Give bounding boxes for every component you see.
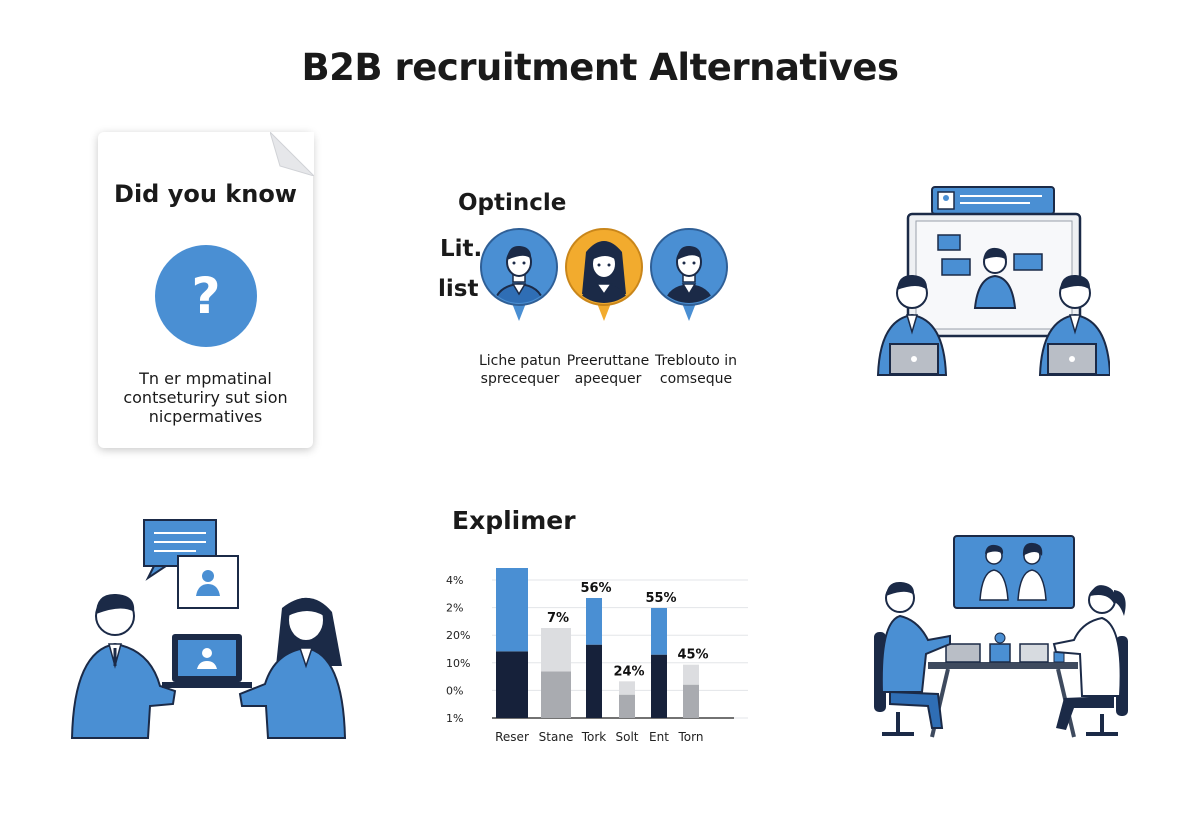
- meeting-table-illustration: [874, 535, 1128, 738]
- bar-segment: [619, 694, 635, 718]
- category-label: Reser: [495, 730, 529, 744]
- y-tick-label: 4%: [446, 574, 463, 587]
- person-avatar-icon: [650, 228, 728, 321]
- page-title: B2B recruitment Alternatives: [301, 46, 899, 89]
- card-text: Tn er mpmatinal contseturiry sut sion ni…: [108, 369, 303, 426]
- card-heading: Did you know: [114, 180, 297, 208]
- y-tick-label: 1%: [446, 712, 463, 725]
- laptop-exchange-illustration: [70, 519, 347, 739]
- y-tick-label: 0%: [446, 684, 463, 697]
- category-label: Ent: [649, 730, 669, 744]
- bar-segment: [651, 608, 667, 655]
- bar-segment: [619, 681, 635, 695]
- category-label: Tork: [581, 730, 607, 744]
- option-caption-line: Treblouto in: [654, 353, 738, 369]
- bar-segment: [683, 664, 699, 685]
- data-label: 55%: [645, 591, 676, 606]
- data-label: 7%: [547, 611, 569, 626]
- bar-segment: [586, 598, 602, 645]
- did-you-know-card: Did you know ? Tn er mpmatinal contsetur…: [98, 132, 313, 448]
- question-icon: ?: [155, 245, 257, 347]
- chart-title: Explimer: [452, 506, 576, 535]
- data-label: 45%: [677, 648, 708, 663]
- option-caption: Liche patun sprecequer: [460, 352, 580, 388]
- option-caption-line: comseque: [659, 371, 733, 387]
- options-side-label: list: [438, 276, 479, 302]
- options-side-label: Lit.: [440, 236, 483, 262]
- page-fold-icon: [270, 132, 314, 176]
- data-label: 24%: [613, 664, 644, 679]
- person-avatar-icon: [480, 228, 558, 321]
- option-caption: Preeruttane apeequer: [548, 352, 668, 388]
- bar-segment: [586, 644, 602, 718]
- card-line: contseturiry sut sion: [123, 388, 288, 407]
- card-line: nicpermatives: [148, 407, 263, 426]
- bar-segment: [496, 651, 528, 718]
- option-caption: Treblouto in comseque: [636, 352, 756, 388]
- category-label: Stane: [539, 730, 574, 744]
- option-avatars: [480, 228, 728, 321]
- y-tick-label: 20%: [446, 629, 470, 642]
- card-line: Tn er mpmatinal: [139, 369, 272, 388]
- category-label: Solt: [616, 730, 639, 744]
- bar-segment: [541, 671, 571, 718]
- bar-segment: [541, 628, 571, 672]
- option-caption-line: Liche patun: [478, 353, 562, 369]
- person-avatar-icon: [565, 228, 643, 321]
- bar-segment: [496, 568, 528, 652]
- option-caption-line: Preeruttane: [566, 353, 650, 369]
- bar-segment: [651, 654, 667, 718]
- option-caption-line: sprecequer: [480, 371, 560, 387]
- stacked-bar-chart: 4% 2% 20% 10% 0% 1% Reser 7% Stane 56% Tork 24% Solt…: [446, 568, 748, 744]
- bar-segment: [683, 684, 699, 718]
- y-tick-label: 2%: [446, 602, 463, 615]
- video-meeting-illustration: [876, 186, 1110, 376]
- data-label: 56%: [580, 581, 611, 596]
- y-tick-label: 10%: [446, 657, 470, 670]
- options-title: Optincle: [458, 190, 567, 216]
- category-label: Torn: [678, 730, 704, 744]
- option-caption-line: apeequer: [574, 371, 642, 387]
